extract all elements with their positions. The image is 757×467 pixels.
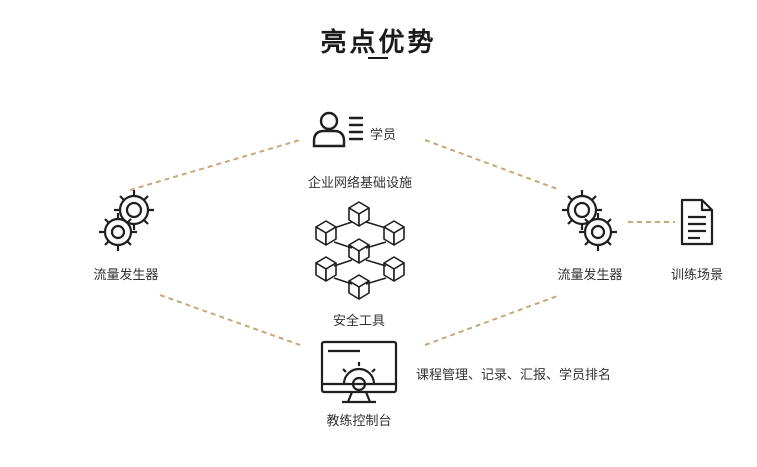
document-icon <box>680 198 714 246</box>
connector-right-bottom <box>424 294 561 346</box>
gears-icon-left <box>99 190 154 251</box>
connector-left-top <box>129 139 301 191</box>
console-desc-label: 课程管理、记录、汇报、学员排名 <box>416 368 612 383</box>
connectors <box>129 139 675 346</box>
scenario-label: 训练场景 <box>670 268 724 283</box>
student-label: 学员 <box>370 128 397 143</box>
flow-right-label: 流量发生器 <box>557 268 623 283</box>
security-label: 安全工具 <box>332 314 386 329</box>
connector-left-bottom <box>159 294 301 346</box>
monitor-gear-icon <box>320 340 398 404</box>
console-label: 教练控制台 <box>326 414 392 429</box>
network-cubes-icon <box>315 201 405 300</box>
title-underline <box>368 57 388 59</box>
user-list-icon <box>312 111 364 148</box>
flow-left-label: 流量发生器 <box>93 268 159 283</box>
infra-label: 企业网络基础设施 <box>307 176 413 191</box>
connector-right-top <box>424 139 561 191</box>
page-title: 亮点优势 <box>320 28 437 58</box>
gears-icon-right <box>562 190 617 251</box>
